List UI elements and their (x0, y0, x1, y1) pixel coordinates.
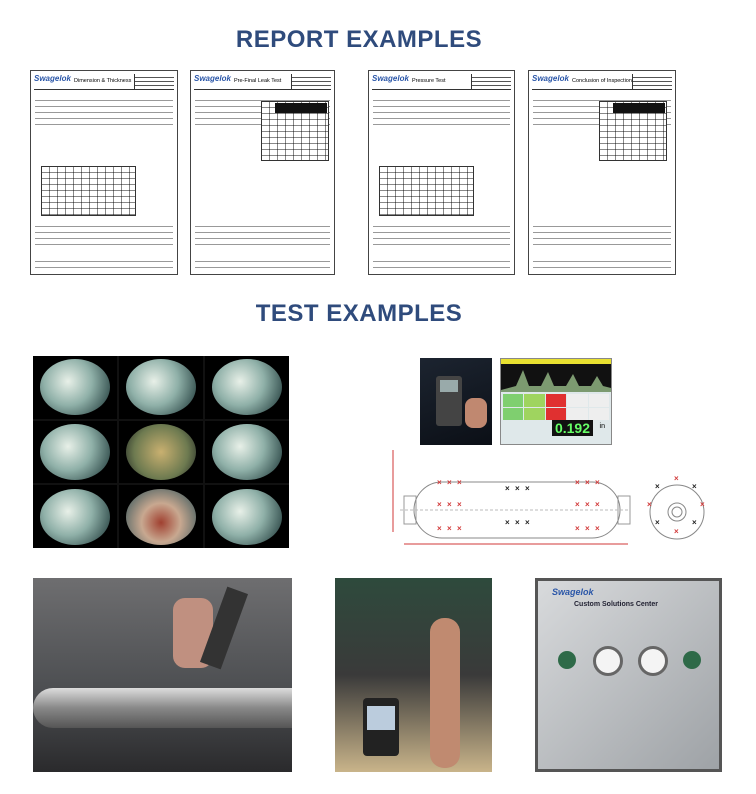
measurement-point-marker: × (674, 527, 679, 536)
report-logo: Swagelok (34, 74, 71, 83)
microscope-image (33, 356, 117, 419)
report-logo: Swagelok (194, 74, 231, 83)
measurement-point-marker: × (575, 478, 580, 487)
measurement-point-marker: × (525, 484, 530, 493)
measurement-point-marker: × (515, 518, 520, 527)
measurement-point-marker: × (457, 500, 462, 509)
measurement-point-marker: × (595, 524, 600, 533)
measurement-point-marker: × (692, 518, 697, 527)
thickness-gauge-photo (420, 358, 492, 445)
measurement-point-marker: × (575, 500, 580, 509)
measurement-point-marker: × (655, 482, 660, 491)
microscope-image (205, 356, 289, 419)
leak-test-photo (33, 578, 292, 772)
cylinder-measurement-diagram (392, 450, 705, 545)
measurement-point-marker: × (505, 484, 510, 493)
measurement-point-marker: × (447, 478, 452, 487)
measurement-point-marker: × (437, 500, 442, 509)
microscope-image (33, 485, 117, 548)
measurement-point-marker: × (457, 524, 462, 533)
measurement-point-marker: × (647, 500, 652, 509)
microscope-image-grid (33, 356, 289, 548)
measurement-point-marker: × (525, 518, 530, 527)
measurement-point-marker: × (585, 478, 590, 487)
measurement-point-marker: × (515, 484, 520, 493)
report-title: Pressure Test (412, 78, 446, 84)
report-logo: Swagelok (532, 74, 569, 83)
report-logo: Swagelok (372, 74, 409, 83)
measurement-point-marker: × (674, 474, 679, 483)
microscope-image (205, 420, 289, 484)
measurement-point-marker: × (437, 524, 442, 533)
measurement-point-marker: × (505, 518, 510, 527)
measurement-point-marker: × (447, 500, 452, 509)
microscope-image (119, 420, 203, 484)
custom-solutions-test-panel-photo: Swagelok Custom Solutions Center (535, 578, 722, 772)
measurement-point-marker: × (700, 500, 705, 509)
measurement-point-marker: × (655, 518, 660, 527)
measurement-point-marker: × (437, 478, 442, 487)
microscope-image (119, 356, 203, 419)
thickness-reading: 0.192 (551, 420, 593, 436)
handheld-tester-photo (335, 578, 492, 772)
measurement-point-marker: × (585, 524, 590, 533)
measurement-point-marker: × (457, 478, 462, 487)
measurement-point-marker: × (595, 500, 600, 509)
microscope-image (205, 485, 289, 548)
report-examples-heading: REPORT EXAMPLES (235, 26, 483, 53)
test-examples-heading: TEST EXAMPLES (255, 300, 463, 327)
report-title: Conclusion of Inspection (572, 78, 632, 84)
report-title: Pre-Final Leak Test (234, 78, 282, 84)
panel-brand-logo: Swagelok (552, 587, 594, 597)
measurement-point-marker: × (585, 500, 590, 509)
gauge-screen: 0.192 in (500, 358, 612, 445)
microscope-image (119, 485, 203, 548)
measurement-point-marker: × (595, 478, 600, 487)
thickness-unit: in (599, 423, 605, 430)
measurement-point-marker: × (692, 482, 697, 491)
panel-label: Custom Solutions Center (574, 601, 659, 608)
measurement-point-marker: × (575, 524, 580, 533)
microscope-image (33, 420, 117, 484)
measurement-point-marker: × (447, 524, 452, 533)
report-title: Dimension & Thickness (74, 78, 132, 84)
